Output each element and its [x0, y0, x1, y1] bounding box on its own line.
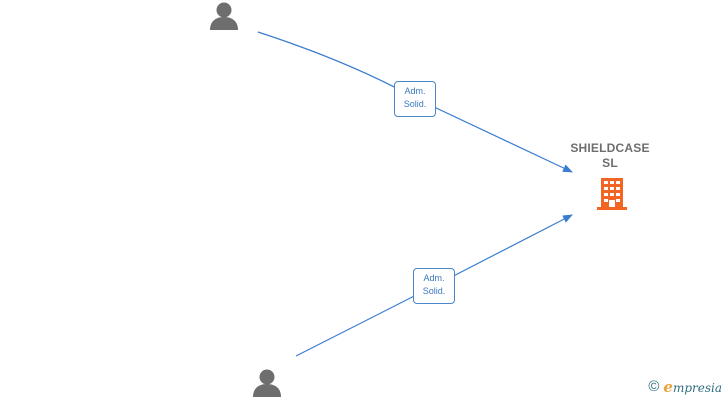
edge-label-bottom[interactable]: Adm. Solid.	[413, 268, 455, 304]
copyright-icon: ©	[648, 378, 660, 395]
edge-label-top-line1: Adm.	[404, 86, 426, 96]
person-icon-top[interactable]	[209, 0, 239, 32]
brand-watermark[interactable]: © empresia	[648, 378, 722, 396]
brand-initial: e	[663, 377, 673, 396]
brand-logo: empresia	[663, 378, 722, 397]
edge-label-top-line2: Solid.	[403, 99, 427, 109]
brand-name: mpresia	[672, 380, 722, 395]
company-name-line2: SL	[602, 156, 618, 170]
company-name[interactable]: SHIELDCASE SL	[560, 141, 660, 171]
company-name-line1: SHIELDCASE	[570, 141, 650, 155]
edge-label-bottom-line2: Solid.	[422, 286, 446, 296]
person-icon-bottom[interactable]	[252, 366, 282, 398]
edge-label-bottom-line1: Adm.	[423, 273, 445, 283]
building-icon[interactable]	[596, 177, 628, 211]
edge-label-top[interactable]: Adm. Solid.	[394, 81, 436, 117]
